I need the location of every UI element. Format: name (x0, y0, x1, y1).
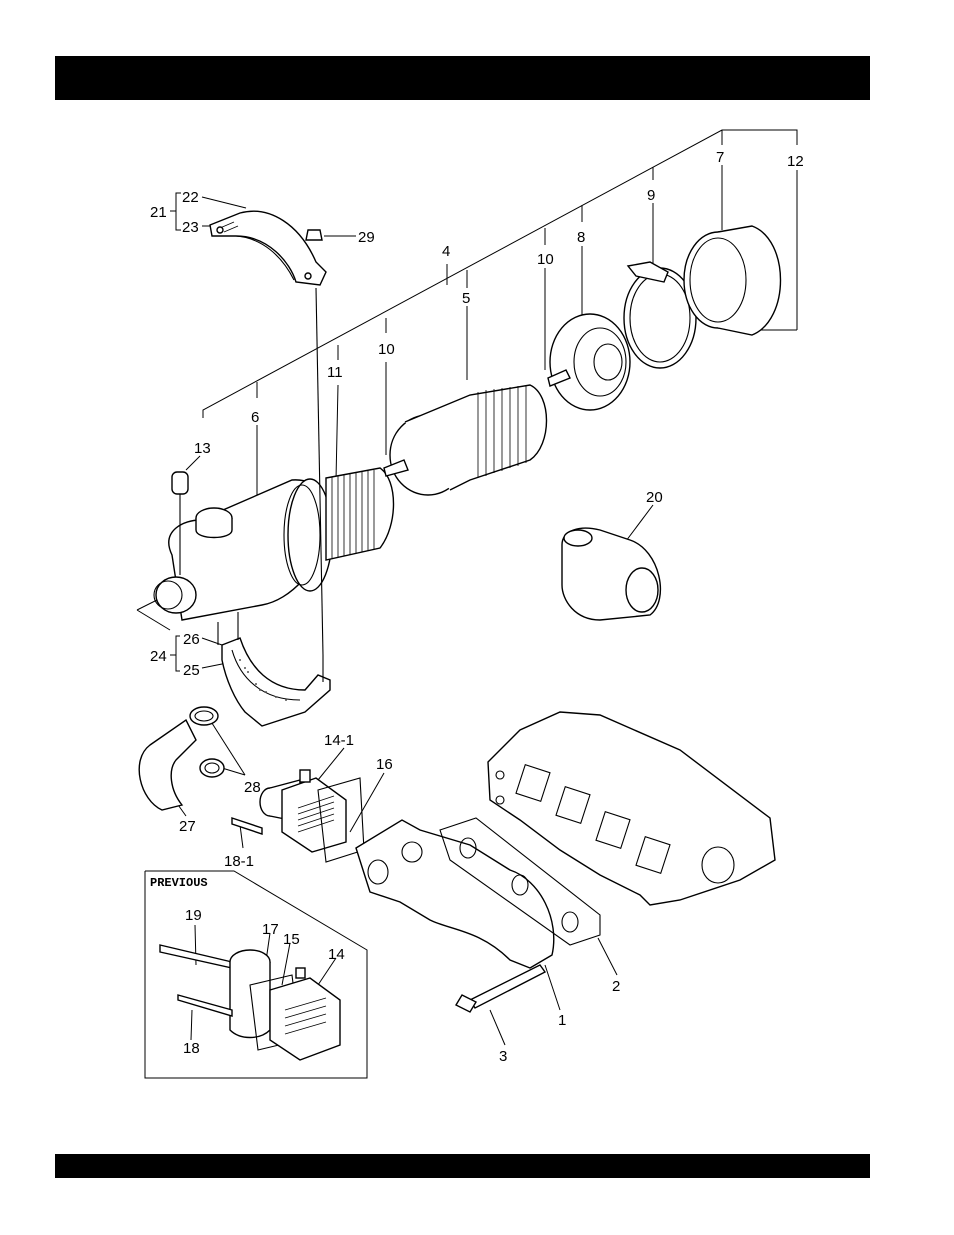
callout-1: 1 (558, 1012, 566, 1029)
callout-16: 16 (376, 756, 393, 773)
callout-14-1: 14-1 (324, 732, 354, 749)
callout-14: 14 (328, 946, 345, 963)
intake-hose (139, 707, 224, 810)
callout-27: 27 (179, 818, 196, 835)
callout-4: 4 (442, 243, 450, 260)
dust-cup (684, 226, 781, 335)
callout-6: 6 (251, 409, 259, 426)
callout-18: 18 (183, 1040, 200, 1057)
air-cleaner-housing (154, 472, 332, 620)
callout-29: 29 (358, 229, 375, 246)
callout-12: 12 (787, 153, 804, 170)
callout-11: 11 (327, 364, 343, 381)
callout-5: 5 (462, 290, 470, 307)
callout-15: 15 (283, 931, 300, 948)
callout-26: 26 (183, 631, 200, 648)
callout-20: 20 (646, 489, 663, 506)
callout-23: 23 (182, 219, 199, 236)
callout-7: 7 (716, 149, 724, 166)
cylinder-head (488, 712, 775, 905)
callout-24: 24 (150, 648, 167, 665)
inner-filter-element (326, 468, 394, 560)
callout-28: 28 (244, 779, 261, 796)
callout-17: 17 (262, 921, 279, 938)
primary-filter-element (384, 385, 547, 495)
callout-3: 3 (499, 1048, 507, 1065)
callout-22: 22 (182, 189, 199, 206)
end-cover (548, 314, 630, 410)
callout-19: 19 (185, 907, 202, 924)
callout-9: 9 (647, 187, 655, 204)
callout-18-1: 18-1 (224, 853, 254, 870)
callout-10-a: 10 (378, 341, 395, 358)
callout-10-b: 10 (537, 251, 554, 268)
inset-label-previous: PREVIOUS (150, 876, 208, 890)
callout-2: 2 (612, 978, 620, 995)
callout-25: 25 (183, 662, 200, 679)
callout-21: 21 (150, 204, 167, 221)
upper-mounting-strap (210, 211, 326, 285)
callout-8: 8 (577, 229, 585, 246)
callout-13: 13 (194, 440, 211, 457)
alternate-air-cleaner (562, 528, 660, 620)
